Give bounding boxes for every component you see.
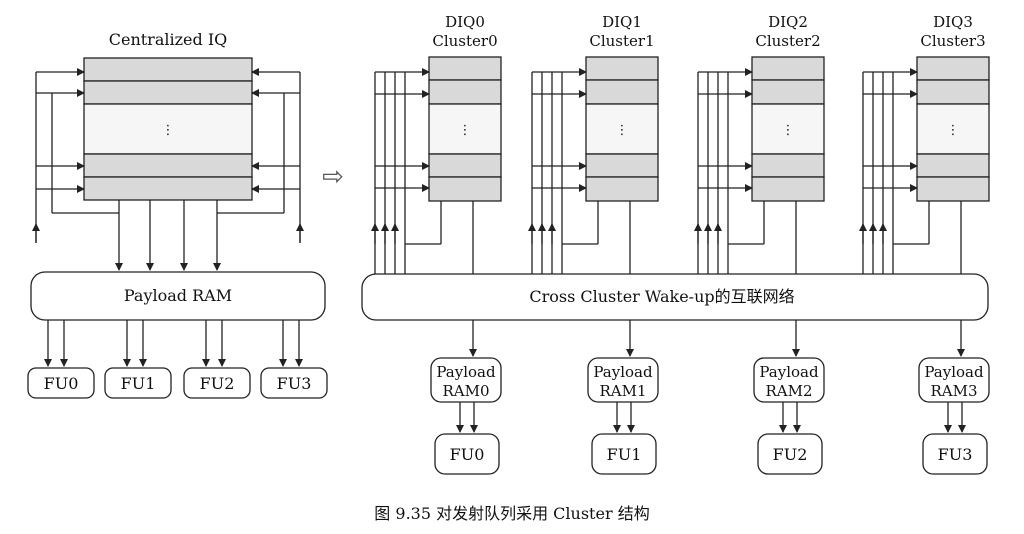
centralized-fu2-label: FU2 bbox=[200, 374, 235, 393]
cluster-issue-queue: ⋮ bbox=[585, 56, 659, 202]
cluster-feedback-bus bbox=[694, 68, 765, 276]
centralized-fu3-label: FU3 bbox=[277, 374, 312, 393]
cluster-feedback-bus bbox=[371, 68, 442, 276]
cluster-label: Cluster3 bbox=[920, 32, 985, 50]
centralized-queue: ⋮ bbox=[83, 57, 253, 201]
figure-caption: 图 9.35 对发射队列采用 Cluster 结构 bbox=[374, 504, 649, 523]
clusters-section: DIQ0Cluster0⋮PayloadRAM0FU0DIQ1Cluster1⋮… bbox=[371, 13, 990, 475]
centralized-fu1-label: FU1 bbox=[121, 374, 156, 393]
cluster-label: Cluster0 bbox=[432, 32, 497, 50]
payload-ram-label: RAM2 bbox=[765, 382, 812, 400]
centralized-iq-title: Centralized IQ bbox=[109, 30, 228, 49]
centralized-right-bus bbox=[213, 68, 304, 271]
centralized-fu0 bbox=[27, 367, 95, 399]
centralized-payload-ram bbox=[30, 271, 326, 321]
cluster-issue-queue: ⋮ bbox=[751, 56, 825, 202]
transition-arrow-icon: ⇨ bbox=[322, 162, 344, 192]
centralized-left-bus bbox=[32, 68, 123, 271]
cluster-fu-box bbox=[434, 433, 500, 475]
payload-ram-box bbox=[918, 357, 990, 403]
payload-ram-label: RAM1 bbox=[599, 382, 646, 400]
payload-label: Payload bbox=[924, 363, 984, 381]
cluster-fu-label: FU0 bbox=[450, 445, 485, 464]
centralized-fu3 bbox=[260, 367, 328, 399]
payload-label: Payload bbox=[759, 363, 819, 381]
payload-ram-box bbox=[430, 357, 502, 403]
centralized-fu-row: FU0 FU1 FU2 FU3 bbox=[27, 367, 328, 399]
diq-label: DIQ2 bbox=[768, 13, 808, 31]
cluster-label: Cluster1 bbox=[589, 32, 654, 50]
cluster-fu-label: FU1 bbox=[607, 445, 642, 464]
cluster-feedback-bus bbox=[528, 68, 599, 276]
payload-ram-label: RAM3 bbox=[930, 382, 977, 400]
cluster-fu-box bbox=[757, 433, 823, 475]
queue-ellipsis: ⋮ bbox=[616, 123, 629, 138]
cluster-fu-box bbox=[922, 433, 988, 475]
cross-cluster-wakeup-network bbox=[361, 273, 989, 321]
diq-label: DIQ3 bbox=[933, 13, 973, 31]
cluster-feedback-bus bbox=[859, 68, 930, 276]
centralized-fu1 bbox=[104, 367, 172, 399]
centralized-section: Centralized IQ ⋮ bbox=[27, 30, 328, 399]
wakeup-network-label: Cross Cluster Wake-up的互联网络 bbox=[529, 287, 794, 306]
centralized-issue-lines bbox=[146, 200, 188, 271]
cluster-fu-box bbox=[591, 433, 657, 475]
queue-ellipsis: ⋮ bbox=[947, 123, 960, 138]
payload-label: Payload bbox=[436, 363, 496, 381]
centralized-payload-label: Payload RAM bbox=[124, 286, 232, 305]
payload-ram-label: RAM0 bbox=[442, 382, 489, 400]
diq-label: DIQ1 bbox=[602, 13, 642, 31]
centralized-fu0-label: FU0 bbox=[44, 374, 79, 393]
diq-label: DIQ0 bbox=[445, 13, 485, 31]
cluster-issue-queue: ⋮ bbox=[916, 56, 990, 202]
payload-ram-box bbox=[753, 357, 825, 403]
cluster-label: Cluster2 bbox=[755, 32, 820, 50]
cluster-fu-label: FU3 bbox=[938, 445, 973, 464]
cluster-issue-queue: ⋮ bbox=[428, 56, 502, 202]
queue-ellipsis: ⋮ bbox=[782, 123, 795, 138]
queue-ellipsis: ⋮ bbox=[162, 123, 175, 138]
payload-ram-box bbox=[587, 357, 659, 403]
queue-ellipsis: ⋮ bbox=[459, 123, 472, 138]
cluster-fu-label: FU2 bbox=[773, 445, 808, 464]
centralized-fu-arrows bbox=[44, 320, 303, 367]
centralized-fu2 bbox=[183, 367, 251, 399]
payload-label: Payload bbox=[593, 363, 653, 381]
